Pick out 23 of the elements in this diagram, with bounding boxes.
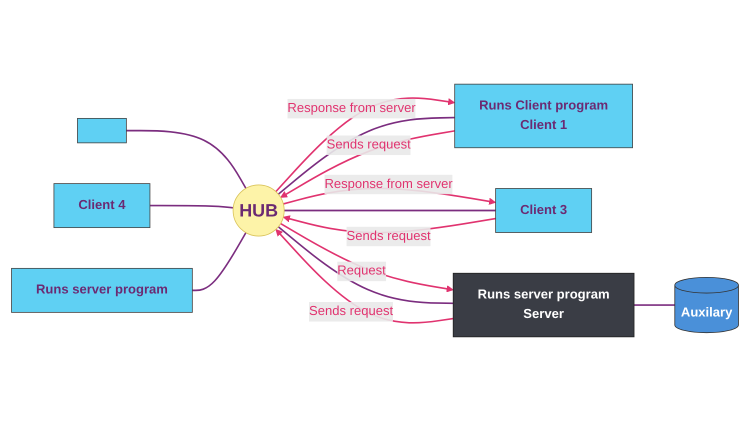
arrow [275, 97, 456, 192]
node-box: Runs server program Server [452, 272, 634, 338]
arrow [276, 229, 454, 324]
connector [278, 226, 454, 304]
node-box: Client 4 [54, 183, 150, 228]
edge-label: Sends request [309, 304, 394, 318]
edge-label: Response from server [324, 177, 453, 192]
edge-label: Request [337, 264, 386, 278]
connector [150, 204, 234, 209]
node-circle: HUB [232, 184, 285, 236]
connector [284, 210, 496, 212]
node-box: Runs Client program Client 1 [454, 84, 633, 148]
node-box: Runs server program [11, 268, 193, 313]
node-box: Client 3 [495, 188, 592, 233]
edge-label: Response from server [287, 101, 416, 116]
edge-label: Sends request [346, 229, 431, 244]
arrow [280, 222, 454, 292]
node-box [77, 118, 127, 144]
edge-label: Sends request [326, 138, 411, 152]
connector [192, 232, 247, 292]
connector [126, 130, 247, 189]
connector [634, 304, 675, 306]
arrow [280, 130, 455, 198]
